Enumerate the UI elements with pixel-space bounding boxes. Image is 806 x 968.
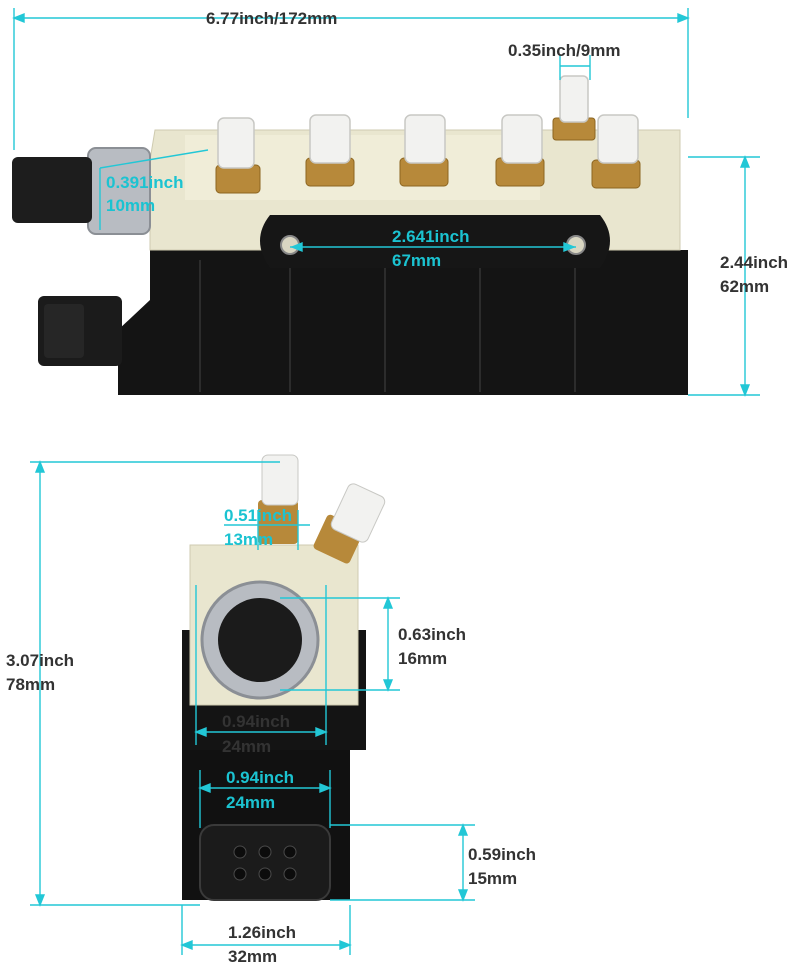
fitting-nut-mm-label: 13mm <box>224 530 274 549</box>
sensor-diameter-inch-label: 0.391inch <box>106 173 184 192</box>
plug-height-inch-label: 0.59inch <box>468 845 537 864</box>
base-width-mm-label: 32mm <box>228 947 278 966</box>
end-height-inch-label: 3.07inch <box>6 651 75 670</box>
sensor-diameter-mm-label: 10mm <box>106 196 156 215</box>
plug-height-mm-label: 15mm <box>468 869 518 888</box>
plug-width-inch-label: 0.94inch <box>226 768 295 787</box>
sensor-width-inch-label: 0.94inch <box>222 712 291 731</box>
fitting-width-label: 0.35inch/9mm <box>508 41 621 60</box>
height-mm-label: 62mm <box>720 277 770 296</box>
sensor-width-mm-label: 24mm <box>222 737 272 756</box>
base-width-inch-label: 1.26inch <box>228 923 297 942</box>
hole-spacing-inch-label: 2.641inch <box>392 227 470 246</box>
height-inch-label: 2.44inch <box>720 253 789 272</box>
end-height-mm-label: 78mm <box>6 675 56 694</box>
sensor-height-inch-label: 0.63inch <box>398 625 467 644</box>
overall-width-label: 6.77inch/172mm <box>206 9 338 28</box>
plug-width-mm-label: 24mm <box>226 793 276 812</box>
fitting-nut-inch-label: 0.51inch <box>224 506 293 525</box>
hole-spacing-mm-label: 67mm <box>392 251 442 270</box>
sensor-height-mm-label: 16mm <box>398 649 448 668</box>
